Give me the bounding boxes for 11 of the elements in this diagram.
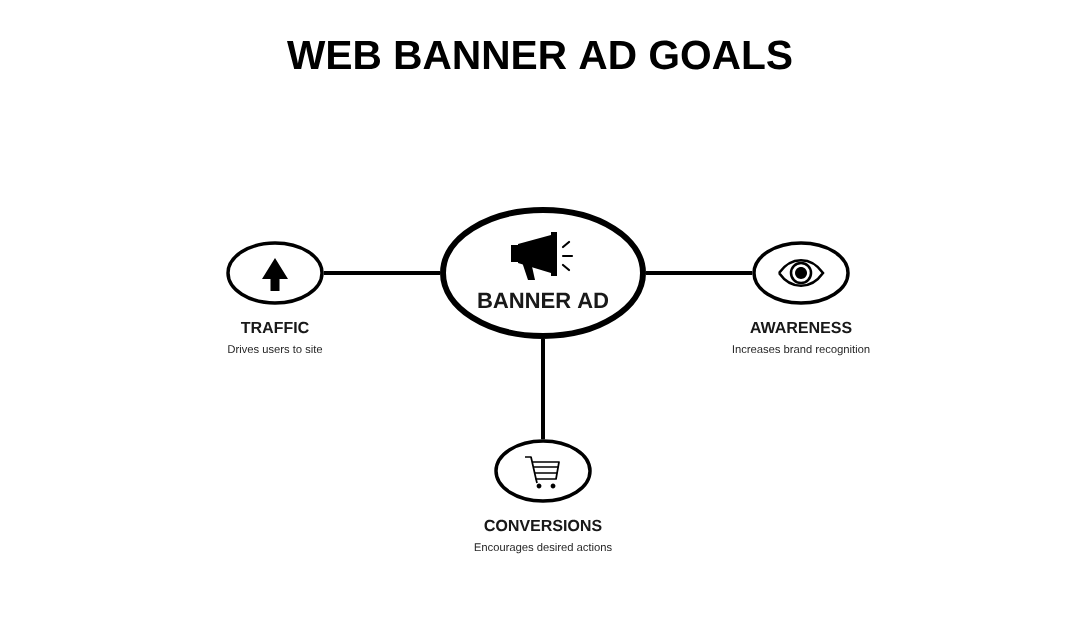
heading: CONVERSIONS: [484, 519, 602, 532]
description: Encourages desired actions: [474, 542, 612, 554]
connector-line: [541, 339, 545, 440]
title: WEB BANNER AD GOALS: [287, 40, 792, 70]
node-label: BANNER AD: [478, 292, 609, 308]
heading: AWARENESS: [750, 321, 852, 334]
description: Increases brand recognition: [732, 344, 870, 356]
description: Drives users to site: [228, 344, 323, 354]
connector-line: [646, 271, 753, 275]
heading: TRAFFIC: [241, 321, 309, 334]
connector-line: [323, 271, 440, 275]
